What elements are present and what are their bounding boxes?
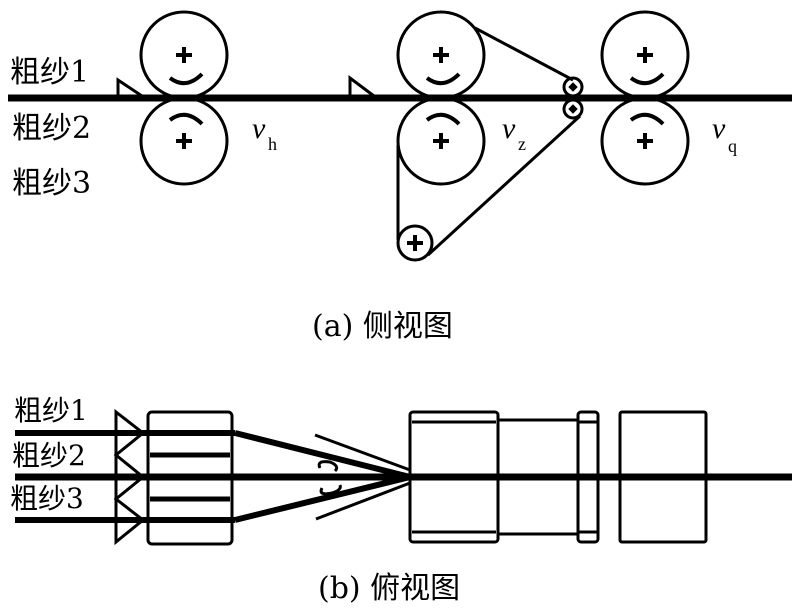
plus-icon: [433, 47, 449, 63]
rotation-arrow-icon: [168, 72, 204, 86]
plus-icon: [176, 133, 192, 149]
tension-roller: [396, 224, 434, 262]
speed-symbol-middle: v: [502, 112, 516, 145]
roving-label-top-3: 粗纱3: [10, 482, 84, 515]
twist-loop-top: [317, 460, 339, 473]
speed-subscript-middle: z: [518, 134, 526, 154]
cradle-pin-bottom: [562, 98, 584, 120]
roving-label-2: 粗纱2: [12, 111, 91, 146]
back-bottom-roller: [139, 96, 229, 186]
converge-line-1: [234, 430, 411, 480]
bottom-apron-right: [426, 114, 582, 257]
top-apron: [474, 26, 574, 82]
speed-subscript-back: h: [268, 134, 277, 154]
cradle-top-view: [576, 410, 600, 544]
guide-trumpet-row: [113, 408, 146, 546]
rotation-arrow-icon: [425, 72, 461, 86]
rotation-arrow-icon: [629, 72, 665, 86]
back-roller-pair: [139, 10, 229, 186]
plus-icon: [176, 47, 192, 63]
front-roller-top-view: [618, 410, 708, 544]
speed-subscript-front: q: [728, 136, 737, 156]
side-view: [8, 10, 792, 262]
caption-side-view: (a) 侧视图: [312, 309, 453, 344]
roving-label-top-1: 粗纱1: [14, 394, 88, 427]
rotation-arrow-icon: [425, 112, 461, 126]
middle-roller-pair: [396, 10, 584, 262]
plus-icon: [407, 235, 423, 251]
guide-trumpet-1: [116, 77, 143, 98]
converge-line-3: [234, 474, 411, 523]
front-roller-pair: [600, 10, 690, 186]
roving-label-1: 粗纱1: [10, 55, 89, 90]
middle-bottom-roller: [396, 96, 486, 186]
speed-symbol-front: v: [712, 112, 726, 145]
front-bottom-roller: [600, 96, 690, 186]
speed-symbol-back: v: [252, 112, 266, 145]
guide-trumpet-2: [348, 75, 375, 98]
fiber-spread-bottom: [315, 481, 411, 521]
roving-label-3: 粗纱3: [12, 166, 91, 201]
cradle-pin-top: [562, 76, 584, 98]
plus-icon: [433, 133, 449, 149]
roving-label-top-2: 粗纱2: [12, 439, 86, 472]
fiber-spread-top: [314, 433, 411, 472]
top-view: [15, 408, 792, 546]
rotation-arrow-icon: [629, 112, 665, 126]
rotation-arrow-icon: [168, 112, 204, 126]
plus-icon: [637, 47, 653, 63]
twist-loop-bottom: [319, 484, 342, 496]
caption-top-view: (b) 俯视图: [318, 571, 460, 606]
plus-icon: [637, 133, 653, 149]
